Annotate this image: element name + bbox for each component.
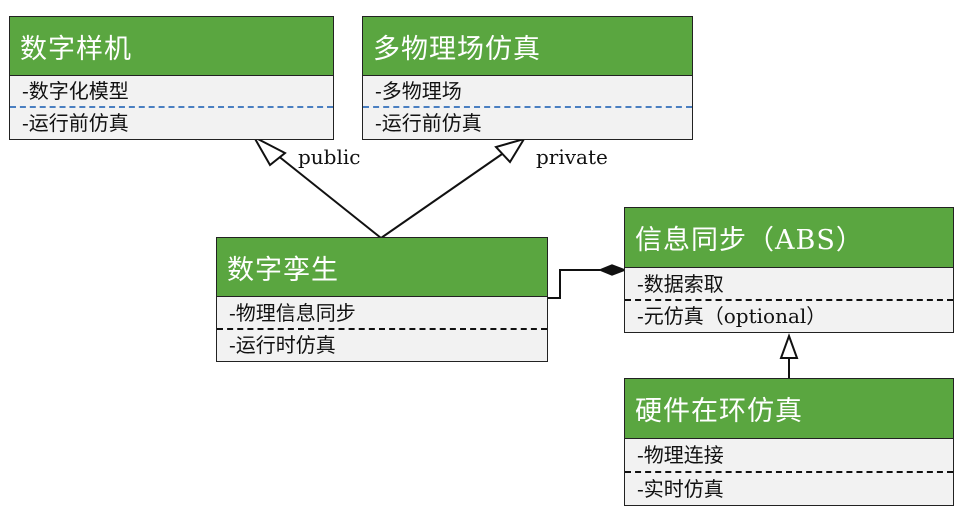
edge-label-public: public — [298, 145, 361, 169]
inheritance-arrow-multiphysics — [494, 137, 527, 164]
class-title: 硬件在环仿真 — [625, 379, 953, 439]
edge-twin-to-multiphysics — [380, 151, 506, 239]
class-attribute: -元仿真（optional） — [637, 304, 827, 328]
edge-label-private: private — [536, 145, 608, 169]
class-hardware-in-loop: 硬件在环仿真 -物理连接 -实时仿真 — [624, 378, 954, 506]
class-attribute: -实时仿真 — [637, 476, 724, 501]
class-digital-twin: 数字孪生 -物理信息同步 -运行时仿真 — [216, 237, 548, 362]
class-title: 多物理场仿真 — [363, 17, 692, 76]
inheritance-arrow-infosync — [779, 333, 799, 359]
class-attribute: -运行时仿真 — [229, 333, 336, 357]
class-attribute: -数据索取 — [625, 268, 953, 301]
class-title: 数字孪生 — [217, 238, 547, 297]
class-info-sync: 信息同步（ABS） -数据索取 -元仿真（optional） — [624, 207, 954, 333]
class-attribute: -运行前仿真 — [375, 111, 482, 135]
class-attribute: -物理信息同步 — [217, 297, 547, 330]
class-multiphysics-simulation: 多物理场仿真 -多物理场 -运行前仿真 — [362, 16, 693, 140]
edge-twin-to-infosync — [547, 269, 600, 299]
class-title: 数字样机 — [10, 17, 333, 76]
class-attribute: -多物理场 — [363, 76, 692, 108]
class-attribute: -物理连接 — [625, 439, 953, 473]
composition-diamond — [598, 264, 628, 276]
class-digital-prototype: 数字样机 -数字化模型 -运行前仿真 — [9, 16, 334, 140]
class-attribute: -数字化模型 — [10, 76, 333, 108]
class-title: 信息同步（ABS） — [625, 208, 953, 268]
inheritance-arrow-prototype — [251, 134, 287, 167]
class-attribute: -运行前仿真 — [22, 111, 129, 135]
